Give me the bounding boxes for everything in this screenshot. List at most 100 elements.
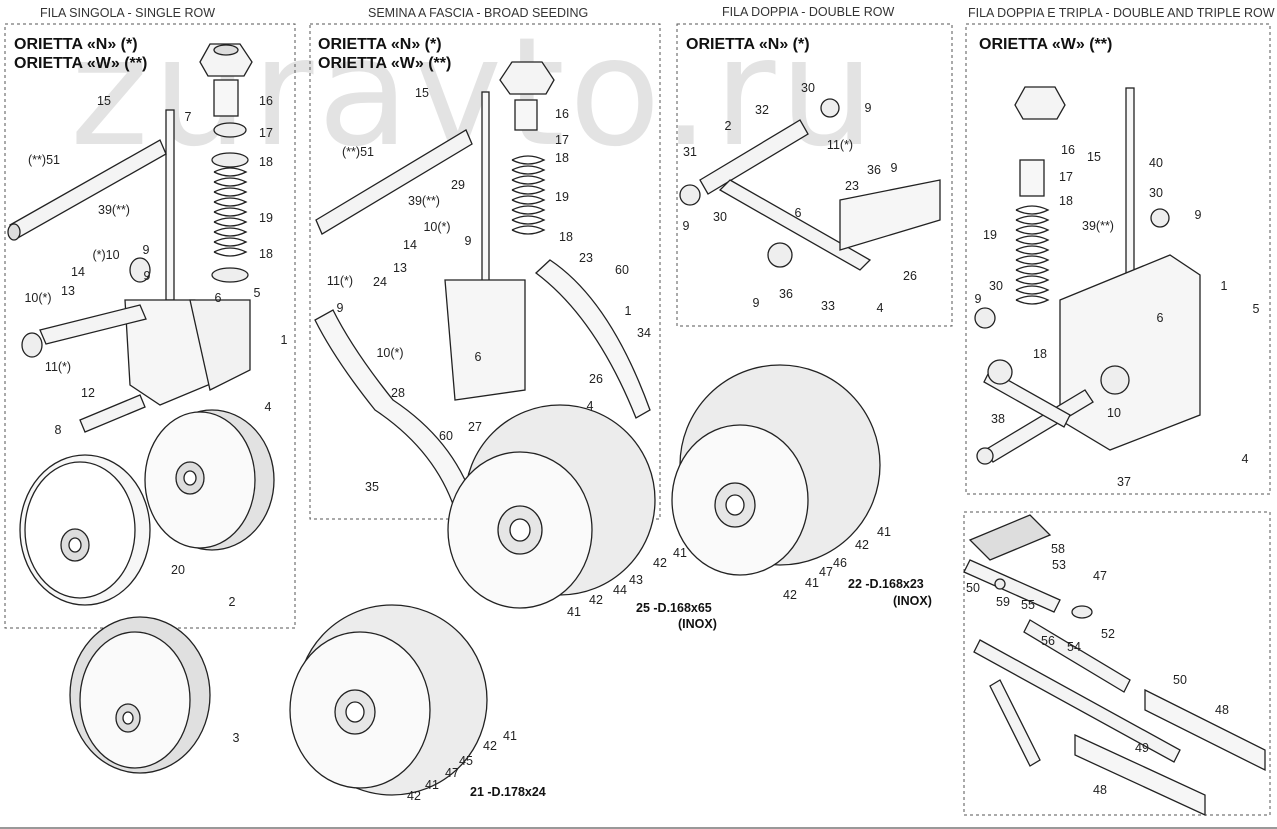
part-label-broad: 44 [613,583,627,597]
part-label-hitch: 50 [1173,673,1187,687]
part-label-broad: 29 [451,178,465,192]
part-label-single: 1 [280,333,288,347]
single-knob [199,43,253,77]
part-label-double: 42 [855,538,869,552]
part-label-broad: 6 [474,350,482,364]
part-label-triple: 18 [1033,347,1047,361]
part-label-broad: 23 [579,251,593,265]
part-label-double: 32 [755,103,769,117]
part-label-broad: 9 [464,234,472,248]
panel-border-triple [965,23,1271,495]
part-label-broad: 41 [567,605,581,619]
part-label-single: 12 [81,386,95,400]
arm-34 [534,259,651,419]
part-label-single: 17 [259,126,273,140]
panel-border-double [676,23,953,327]
part-label-double: 46 [833,556,847,570]
part-label-hitch: 49 [1135,741,1149,755]
part-label-double: 9 [890,161,898,175]
part-label-triple: 40 [1149,156,1163,170]
part-label-triple: 9 [974,292,982,306]
part-label-hitch: 47 [1093,569,1107,583]
hitch-plate [968,514,1052,561]
roller-caption-22: 22 -D.168x23 [848,577,924,591]
part-label-double: 33 [821,299,835,313]
part-label-hitch: 50 [966,581,980,595]
part-label-double: 23 [845,179,859,193]
part-label-broad: 18 [555,151,569,165]
part-label-broad: 60 [439,429,453,443]
part-label-double: 41 [805,576,819,590]
part-label-single: (**)51 [28,153,60,167]
single-spring [213,167,248,257]
panel-title-broad: SEMINA A FASCIA - BROAD SEEDING [368,6,589,20]
part-label-single: 16 [259,94,273,108]
part-label-hitch: 53 [1052,558,1066,572]
part-label-single: 11(*) [44,360,72,374]
part-label-triple: 9 [1194,208,1202,222]
roller-caption-22-sub: (INOX) [893,594,932,608]
part-label-hitch: 54 [1067,640,1081,654]
roller-code: 25 - [636,601,658,615]
part-label-single: 18 [259,155,273,169]
part-label-triple: 17 [1059,170,1073,184]
part-label-single: 39(**) [98,203,130,217]
panel-border-hitch [963,511,1271,816]
part-label-hitch: 52 [1101,627,1115,641]
part-label-broad: (**)51 [342,145,374,159]
part-label-single: 20 [171,563,185,577]
part-label-broad: 34 [637,326,651,340]
part-label-broad: 60 [615,263,629,277]
triple-spring [1015,205,1050,305]
part-label-double: 30 [801,81,815,95]
arm-35 [314,309,474,511]
part-label-broad: 14 [403,238,417,252]
part-label-roller21: 42 [483,739,497,753]
part-label-single: 6 [214,291,222,305]
part-label-triple: 5 [1252,302,1260,316]
roller-caption-21: 21 -D.178x24 [470,785,546,799]
part-label-broad: 42 [589,593,603,607]
part-label-roller21: 41 [503,729,517,743]
part-label-hitch: 56 [1041,634,1055,648]
part-label-triple: 37 [1117,475,1131,489]
part-label-broad: 39(**) [408,194,440,208]
part-label-single: 8 [54,423,62,437]
part-label-double: 42 [783,588,797,602]
model-header-broad: ORIETTA «N» (*) ORIETTA «W» (**) [318,35,451,73]
part-label-broad: 35 [365,480,379,494]
part-label-broad: 15 [415,86,429,100]
part-label-double: 2 [724,119,732,133]
part-label-broad: 10(*) [423,220,451,234]
part-label-single: 18 [259,247,273,261]
triple-row-assembly [974,86,1201,465]
part-label-broad: 4 [586,399,594,413]
part-label-single: (*)10 [92,248,120,262]
part-label-double: 36 [779,287,793,301]
part-label-broad: 43 [629,573,643,587]
part-label-triple: 30 [989,279,1003,293]
part-label-single: 14 [71,265,85,279]
part-label-broad: 27 [468,420,482,434]
model-line: ORIETTA «N» (*) [686,36,810,53]
part-label-double: 9 [682,219,690,233]
part-label-hitch: 58 [1051,542,1065,556]
part-label-hitch: 48 [1215,703,1229,717]
part-label-double: 41 [877,525,891,539]
bar-48-right [1144,688,1266,772]
part-label-triple: 4 [1241,452,1249,466]
single-bushing [213,79,239,117]
part-label-double: 11(*) [826,138,854,152]
part-label-double: 31 [683,145,697,159]
model-line: ORIETTA «W» (**) [318,55,452,72]
single-rod [165,109,175,301]
part-label-triple: 18 [1059,194,1073,208]
part-label-triple: 16 [1061,143,1075,157]
panel-title-single: FILA SINGOLA - SINGLE ROW [40,6,216,20]
part-label-triple: 15 [1087,150,1101,164]
part-label-roller21: 45 [459,754,473,768]
part-label-triple: 6 [1156,311,1164,325]
part-label-single: 13 [61,284,75,298]
